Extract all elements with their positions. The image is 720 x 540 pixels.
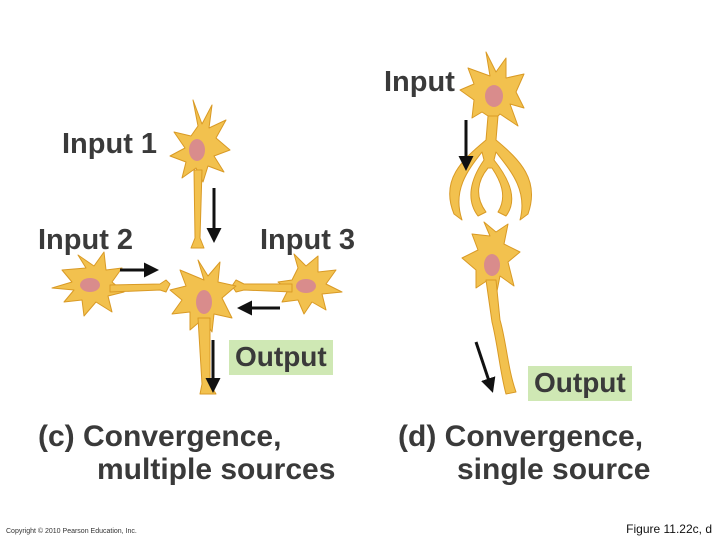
caption-c-line1: Convergence, [83, 420, 282, 453]
output-label-c: Output [229, 340, 333, 375]
input-1-label: Input 1 [62, 128, 158, 160]
caption-c: (c) Convergence, multiple sources [38, 420, 335, 486]
output-arrow-d [474, 341, 496, 393]
input-1-neuron [169, 99, 231, 249]
input-label-d: Input [384, 66, 455, 98]
panel-d-neurons [449, 51, 533, 395]
panel-d-arrows [458, 120, 496, 393]
output-neuron-d [461, 221, 521, 395]
caption-d: (d) Convergence, single source [398, 420, 650, 486]
figure-reference: Figure 11.22c, d [626, 522, 712, 536]
caption-d-line2: single source [457, 453, 651, 486]
input-2-label: Input 2 [38, 224, 134, 256]
input-3-label: Input 3 [260, 224, 356, 256]
panel-c-neurons [51, 99, 343, 395]
input-3-neuron [231, 253, 343, 315]
caption-d-tag: (d) [398, 420, 437, 453]
caption-d-line1: Convergence, [444, 420, 644, 453]
input-neuron-d [449, 51, 533, 221]
central-output-neuron [169, 259, 237, 395]
caption-c-tag: (c) [38, 420, 75, 453]
output-label-d: Output [528, 366, 632, 401]
copyright-text: Copyright © 2010 Pearson Education, Inc. [6, 528, 137, 535]
panel-c-arrows [120, 188, 280, 393]
input-2-neuron [51, 251, 171, 317]
caption-c-line2: multiple sources [97, 453, 336, 486]
